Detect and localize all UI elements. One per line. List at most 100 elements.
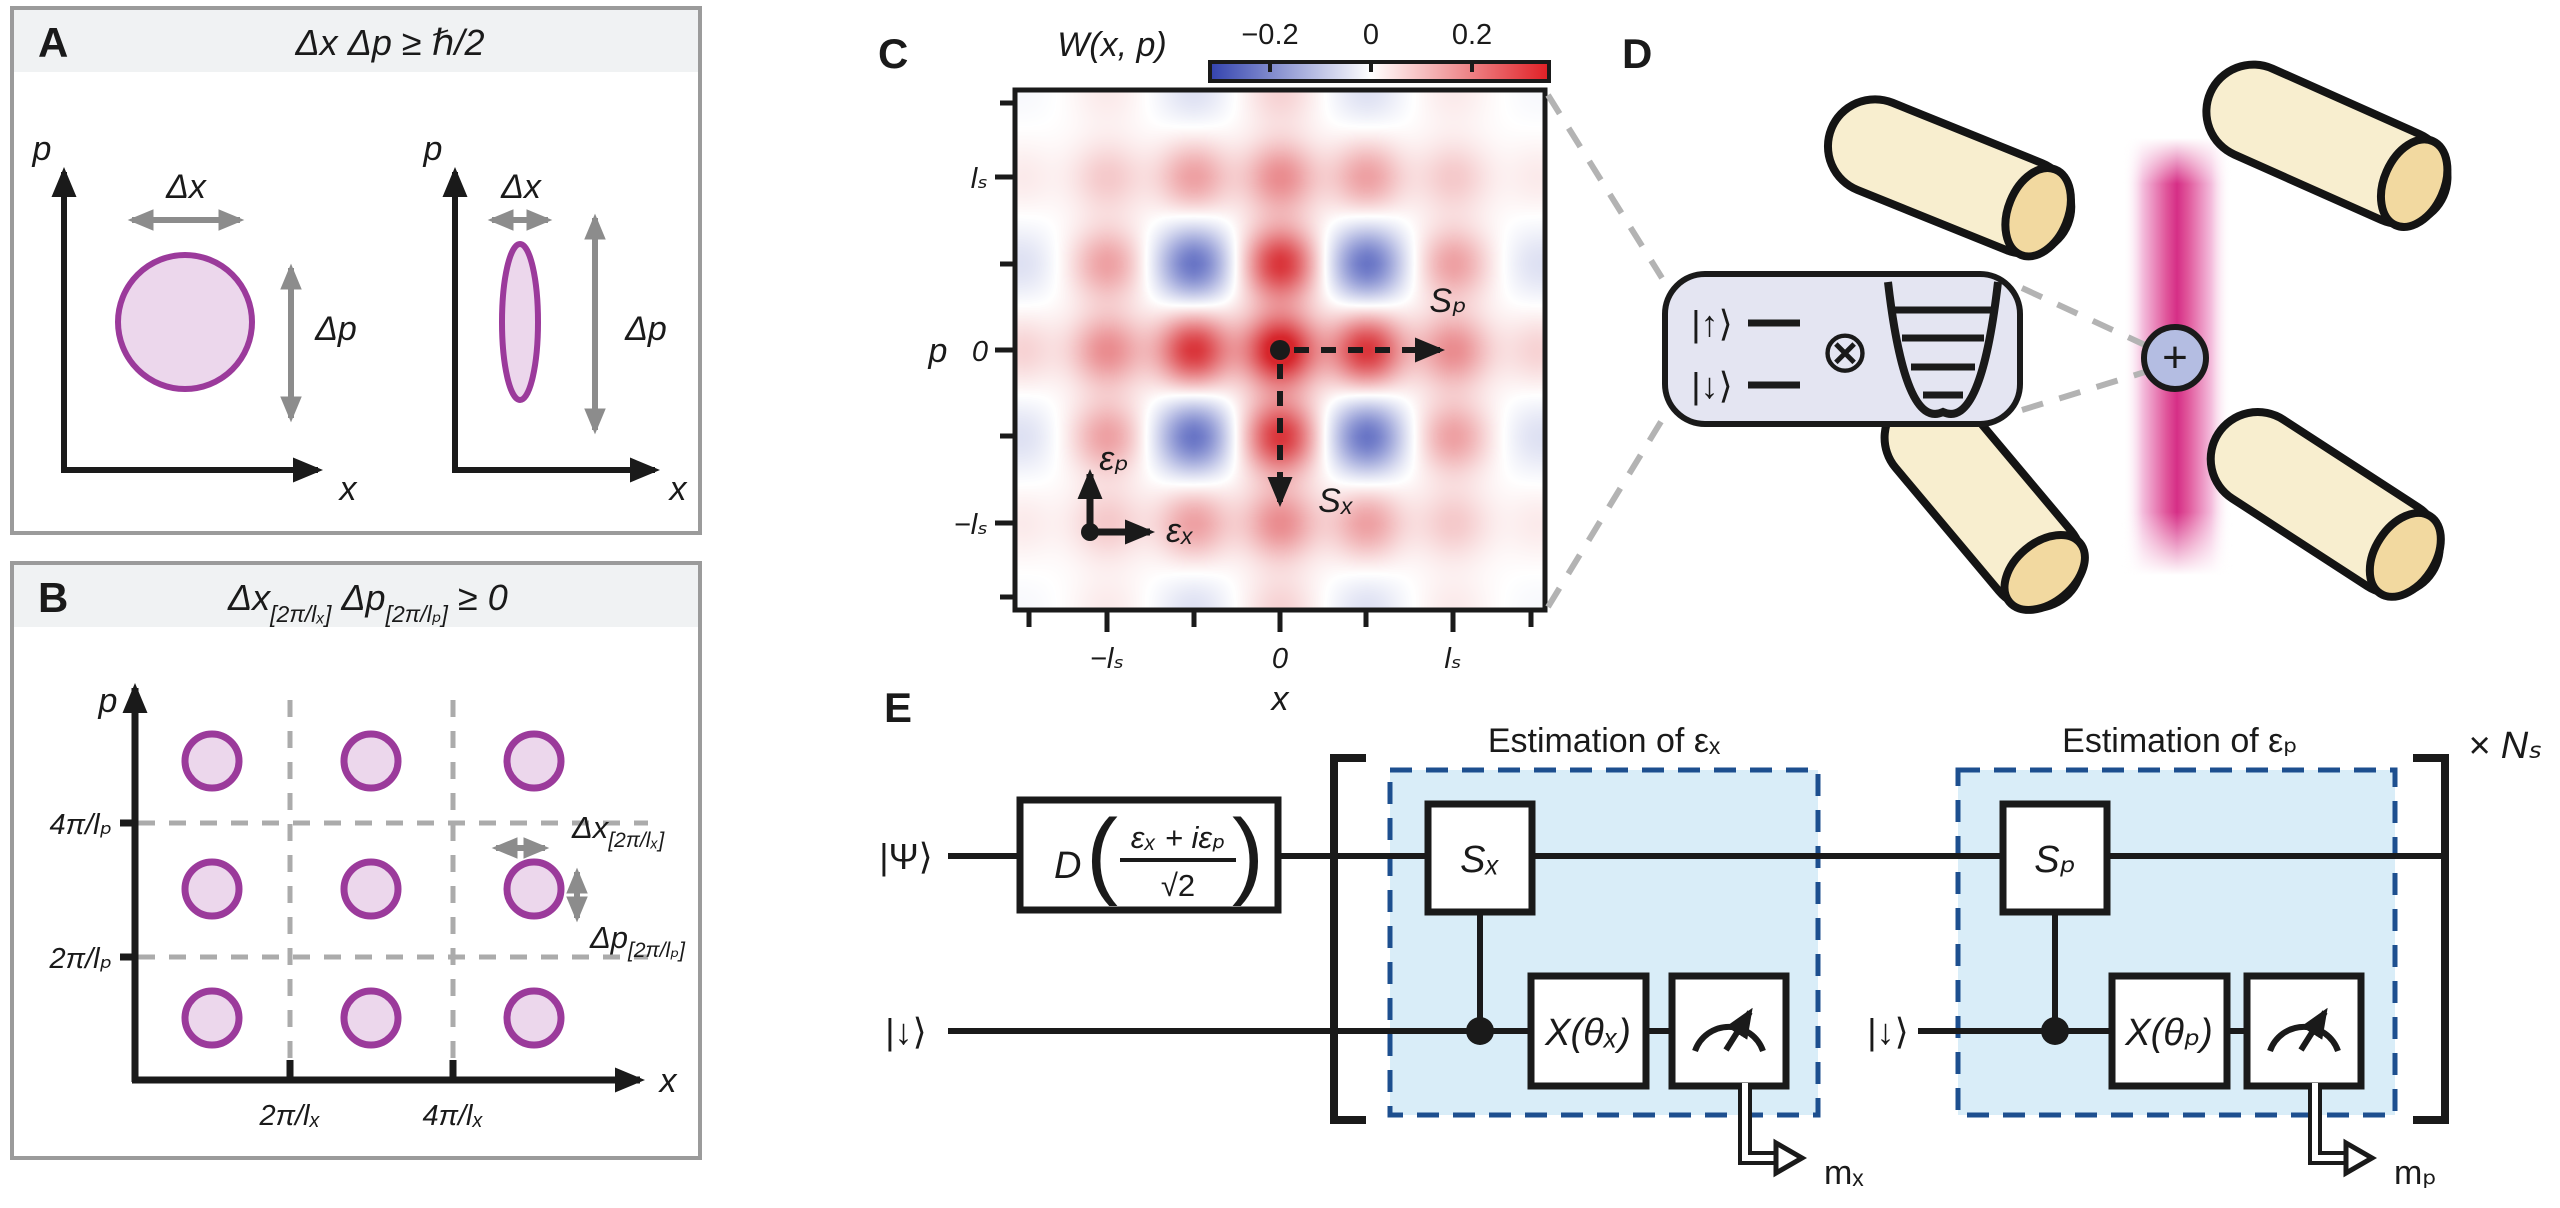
sp-gate [1999,800,2111,916]
displacement-denominator: √2 [1161,868,1195,903]
sx-gate [1424,800,1536,916]
x-axis-label: x [338,470,358,508]
sx-label: Sₓ [1318,482,1354,520]
repeat-label: × Nₛ [2468,725,2542,767]
meter-needle [1723,1007,1753,1052]
panel-b-border [10,561,702,1160]
colorbar [1208,60,1551,83]
panel-b-title: Δx[2π/lₓ] Δp[2π/lₚ] ≥ 0 [227,577,508,627]
panel-b-label: B [38,574,68,621]
panel-e-label: E [884,684,912,731]
squeezed-ellipse [499,241,541,403]
electrode-top-left [1823,95,2076,261]
p-tick-negls: −lₛ [954,509,988,541]
laser-beam-bottom-fade [2121,512,2233,575]
repeat-brackets [1330,754,2449,1124]
panel-a-right-plot: p x Δx Δp [423,130,688,508]
x-theta-p-label: X(θₚ) [2124,1012,2213,1054]
x-tick-2pi: 2π/lₓ [258,1100,320,1132]
sp-gate-label: Sₚ [2034,839,2076,881]
sp-label: Sₚ [1429,282,1466,320]
panel-a-label: A [38,19,68,66]
p-tick-4pi: 4π/lₚ [50,809,112,841]
panel-a: A Δx Δp ≥ ℏ/2 p x Δx Δp p x Δx Δp [10,6,702,535]
colorbar-tick-neg: −0.2 [1241,19,1298,51]
mx-label: mₓ [1824,1154,1864,1192]
dp-label: Δp [624,310,667,348]
p-tick-0: 0 [972,336,988,368]
modular-dx-label: Δx[2π/lₓ] [571,810,665,852]
left-bracket [1330,754,1366,1124]
harmonic-oscillator-icon [1884,281,2002,418]
psi-ket: |Ψ⟩ [879,836,932,877]
dp-label: Δp [314,310,357,348]
paren-close: ) [1232,800,1264,907]
ion-charge-label: + [2162,333,2188,382]
x-theta-x-label: X(θₓ) [1544,1012,1631,1054]
x-axis-label: x [658,1062,678,1100]
estimation-p-title: Estimation of εₚ [2062,722,2298,760]
down-ket-2: |↓⟩ [1867,1011,1908,1052]
down-ket-1: |↓⟩ [885,1011,926,1052]
modular-dp-label: Δp[2π/lₚ] [589,920,686,962]
meter-p [2243,972,2365,1090]
output-arrowhead [1773,1138,1808,1178]
colorbar-tick-zero: 0 [1363,19,1379,51]
electrode-bottom-left [1880,386,2089,614]
x-tick-negls: −lₛ [1090,643,1124,675]
sx-control-dot [1466,1017,1494,1045]
displacement-gate: D ( εₓ + iεₚ √2 ) [1016,796,1282,914]
panel-e: E Estimation of εₓ Estimation of εₚ |Ψ⟩ … [879,684,2542,1192]
laser-beam-top-fade [2121,138,2233,184]
panel-d: D |↑⟩ |↓⟩ [1622,30,2452,614]
x-tick-0: 0 [1272,643,1288,675]
panel-d-label: D [1622,30,1652,77]
mp-label: mₚ [2394,1154,2437,1192]
displacement-name: D [1054,845,1081,887]
estimation-x-title: Estimation of εₓ [1488,722,1721,760]
x-theta-p-gate [2108,972,2231,1090]
epsilon-axes: εₚ εₓ [1077,440,1194,550]
modular-grid [138,700,648,1078]
p-tick-2pi: 2π/lₚ [49,943,112,975]
spin-up-ket: |↑⟩ [1691,303,1732,344]
dx-label: Δx [500,168,542,206]
spin-down-ket: |↓⟩ [1691,365,1732,406]
sx-gate-label: Sₓ [1460,839,1500,881]
p-axis-label: p [32,130,52,168]
panel-a-header [14,10,698,72]
right-bracket [2413,754,2449,1124]
tensor-product-icon: ⊗ [1820,318,1870,385]
electrode-bottom-right [2206,408,2445,601]
sp-control-dot [2041,1017,2069,1045]
paren-open: ( [1086,800,1118,907]
p-axis-label: p [98,682,118,720]
colorbar-tick-pos: 0.2 [1452,19,1492,51]
x-tick-4pi: 4π/lₓ [422,1100,483,1132]
p-tick-ls: lₛ [971,163,988,195]
axis-ticks [120,819,457,1080]
epsilon-x-label: εₓ [1166,512,1194,550]
measurement-output-x [1738,1083,1808,1178]
electrode-top-right [2202,60,2452,231]
uncertainty-disk [115,252,255,392]
x-theta-x-gate [1527,972,1650,1090]
panel-a-left-plot: p x Δx Δp [32,130,358,508]
dx-label: Δx [165,168,207,206]
meter-x [1668,972,1790,1090]
meter-needle [2298,1007,2328,1052]
ion-state-inset-box: |↑⟩ |↓⟩ ⊗ [1662,271,2023,427]
p-axis-label: p [928,332,948,370]
x-tick-ls: lₛ [1444,643,1461,675]
output-arrowhead [2343,1138,2378,1178]
panel-b: B Δx[2π/lₓ] Δp[2π/lₚ] ≥ 0 p x 4π/lₚ 2π/l… [10,561,702,1160]
wigner-function-label: W(x, p) [1057,26,1167,64]
p-axis-label: p [423,130,443,168]
x-axis-label: x [1270,680,1290,718]
callout-lines-c-to-box [1545,93,1665,609]
modular-state-lattice [181,730,565,1049]
colorbar-ticks [1268,64,1474,72]
trapped-ion: + [2141,324,2209,392]
